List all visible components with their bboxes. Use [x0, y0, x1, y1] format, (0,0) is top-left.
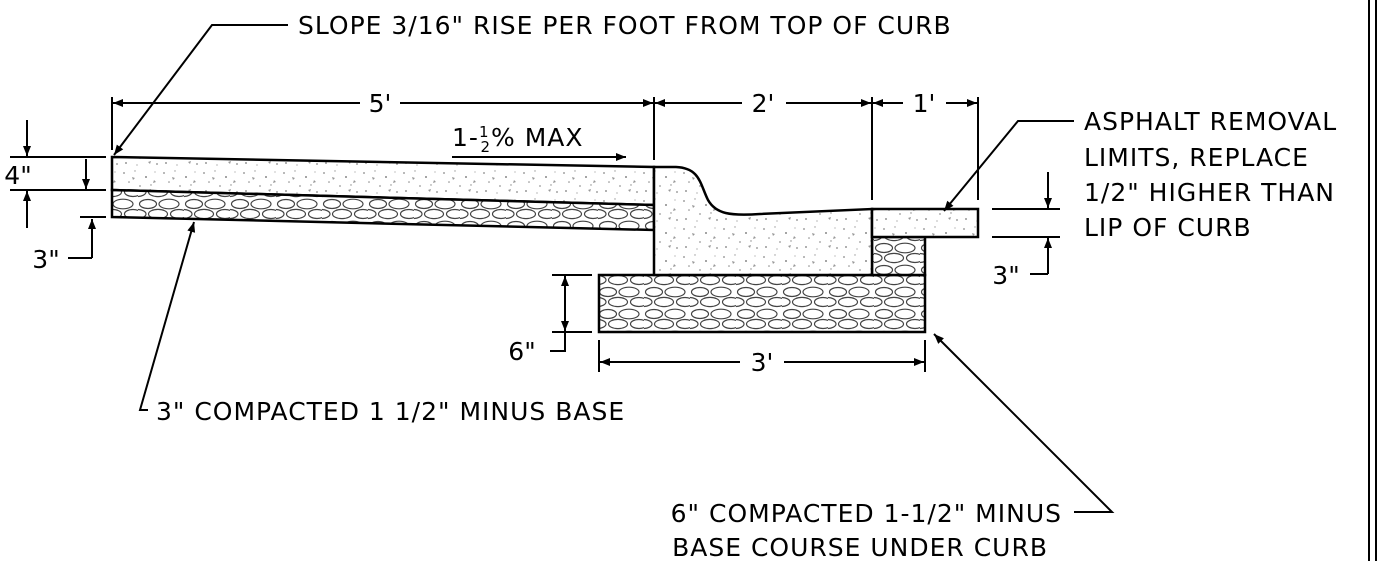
asphalt-note-leader — [943, 120, 1074, 212]
curb-base-note-leader — [933, 333, 1115, 513]
slope-note: SLOPE 3/16" RISE PER FOOT FROM TOP OF CU… — [298, 11, 952, 40]
asphalt-lip — [870, 207, 980, 239]
dim-curb-base-depth: 6" — [508, 337, 535, 366]
dim-curb-base-width: 3' — [751, 348, 774, 377]
base-note-leader — [138, 221, 196, 411]
asphalt-note-line-1: ASPHALT REMOVAL — [1084, 107, 1337, 136]
dim-sidewalk-thickness: 4" — [4, 161, 31, 190]
dim-asphalt-base: 3" — [992, 261, 1019, 290]
base-note: 3" COMPACTED 1 1/2" MINUS BASE — [156, 397, 625, 426]
asphalt-note-line-3: 1/2" HIGHER THAN — [1084, 178, 1335, 207]
asphalt-base-gravel — [870, 235, 927, 277]
asphalt-note-line-4: LIP OF CURB — [1084, 213, 1252, 242]
dim-6in-leader — [550, 332, 566, 352]
curb-base-note-line-1: 6" COMPACTED 1-1/2" MINUS — [671, 499, 1062, 528]
asphalt-note-line-2: LIMITS, REPLACE — [1084, 143, 1309, 172]
dim-sidewalk-base: 3" — [32, 245, 59, 274]
curb-base-note-line-2: BASE COURSE UNDER CURB — [672, 533, 1048, 561]
curb-concrete — [652, 165, 874, 277]
dim-lip-width: 1' — [913, 89, 936, 118]
dim-curb-width: 2' — [752, 89, 775, 118]
slope-note-leader — [113, 24, 288, 156]
dim-sidewalk-width: 5' — [369, 89, 392, 118]
curb-base-gravel — [597, 273, 927, 334]
